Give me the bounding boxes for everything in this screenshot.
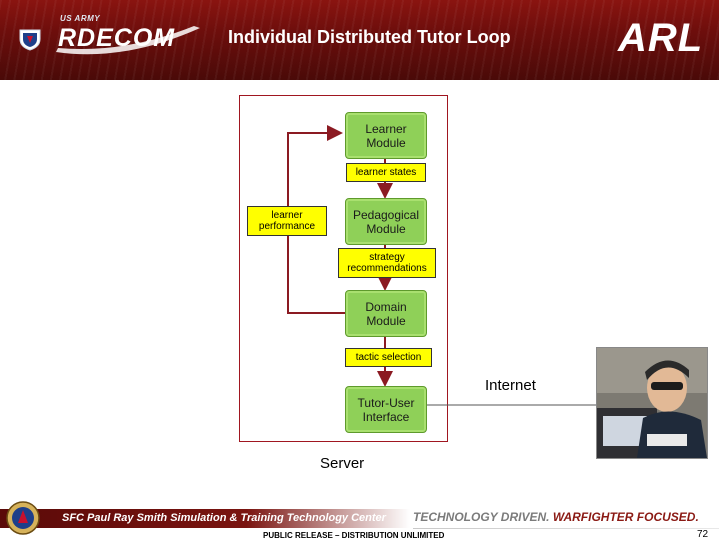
domain-module-label-1: Domain bbox=[365, 299, 407, 314]
rdecom-subtitle: US ARMY bbox=[60, 14, 101, 23]
rdecom-logo-text: RDECOM bbox=[58, 24, 176, 52]
user-photo bbox=[596, 347, 708, 459]
strategy-label-line-2: recommendations bbox=[347, 263, 427, 274]
pedagogical-module-label-1: Pedagogical bbox=[352, 207, 420, 222]
tactic-selection-label: tactic selection bbox=[345, 348, 432, 367]
server-label: Server bbox=[320, 455, 365, 472]
user-at-computer-image bbox=[597, 348, 707, 458]
rdecom-swoosh-icon bbox=[56, 26, 200, 55]
performance-label-line-1: learner bbox=[271, 210, 303, 221]
page-number: 72 bbox=[697, 529, 709, 540]
sttc-seal-icon bbox=[6, 501, 40, 535]
interface-module-label-1: Tutor-User bbox=[357, 395, 415, 410]
tagline-part-1: TECHNOLOGY DRIVEN. bbox=[413, 510, 550, 524]
learner-module-label-1: Learner bbox=[365, 121, 407, 136]
performance-label-line-2: performance bbox=[258, 221, 316, 232]
domain-module-label-2: Module bbox=[366, 313, 406, 328]
pedagogical-module-label-2: Module bbox=[366, 221, 406, 236]
strategy-label-line-1: strategy bbox=[369, 252, 405, 263]
interface-module-label-2: Interface bbox=[362, 409, 410, 424]
footer-bar bbox=[0, 509, 410, 528]
footer-divider bbox=[413, 528, 719, 529]
release-statement: PUBLIC RELEASE – DISTRIBUTION UNLIMITED bbox=[263, 531, 445, 540]
slide-title: Individual Distributed Tutor Loop bbox=[228, 27, 511, 47]
internet-label: Internet bbox=[485, 377, 536, 394]
tagline: TECHNOLOGY DRIVEN. WARFIGHTER FOCUSED. bbox=[413, 510, 699, 524]
arl-logo: ARL bbox=[618, 16, 704, 60]
learner-module-label-2: Module bbox=[366, 135, 406, 150]
header-bar: US ARMY RDECOM Individual Distributed Tu… bbox=[0, 0, 719, 80]
learner-states-label: learner states bbox=[346, 163, 426, 182]
rdecom-shield-icon bbox=[19, 29, 41, 51]
center-name: SFC Paul Ray Smith Simulation & Training… bbox=[62, 512, 386, 524]
header-texture bbox=[0, 0, 719, 80]
tagline-part-2: WARFIGHTER FOCUSED. bbox=[552, 510, 699, 524]
